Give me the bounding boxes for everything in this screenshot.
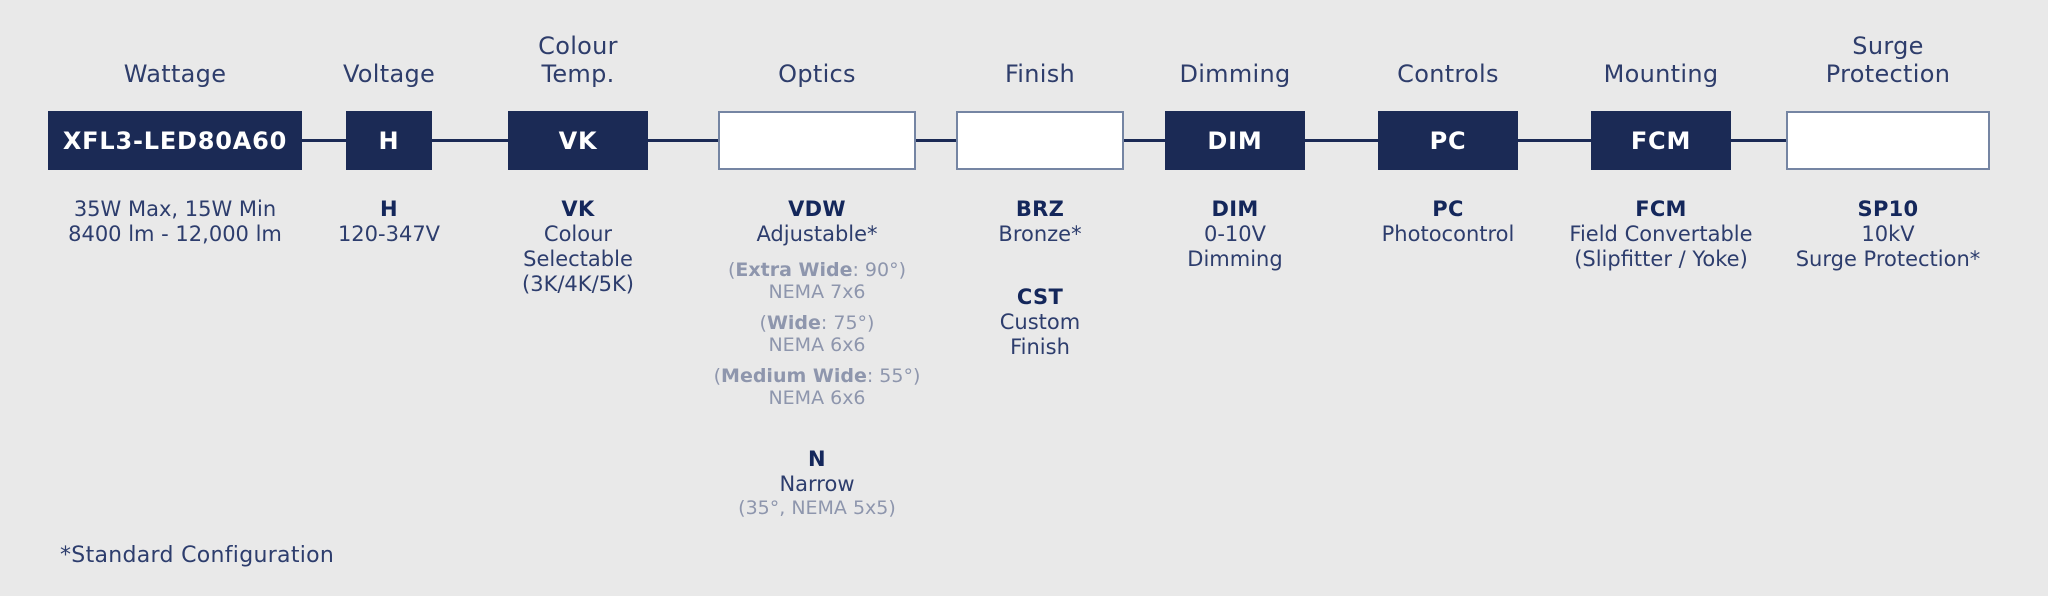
surge-protection-details: SP10 10kV Surge Protection* — [1796, 197, 1981, 272]
controls-column: Controls PC PC Photocontrol — [1298, 30, 1598, 247]
beam-option: (Extra Wide: 90°) NEMA 7x6 — [714, 259, 921, 303]
colour-temp-column: Colour Temp. VK VK Colour Selectable (3K… — [428, 30, 728, 297]
controls-box-code: PC — [1429, 126, 1467, 155]
header-line: Wattage — [123, 60, 227, 88]
controls-box: PC — [1378, 111, 1518, 170]
controls-header: Controls — [1397, 30, 1499, 88]
controls-details: PC Photocontrol — [1382, 197, 1515, 247]
option-code: PC — [1432, 197, 1464, 221]
option-code: DIM — [1211, 197, 1259, 221]
detail-line: (3K/4K/5K) — [522, 272, 634, 296]
option-code: FCM — [1635, 197, 1687, 221]
beam-angle-line: (Extra Wide: 90°) — [727, 259, 907, 281]
detail-line: 120-347V — [337, 222, 441, 246]
header-line: Controls — [1397, 60, 1499, 88]
header-line: Temp. — [541, 60, 615, 88]
detail-line: Narrow — [779, 472, 855, 496]
wattage-details: 35W Max, 15W Min 8400 lm - 12,000 lm — [68, 197, 282, 247]
dimming-box: DIM — [1165, 111, 1305, 170]
detail-line: Colour — [543, 222, 613, 246]
voltage-header: Voltage — [343, 30, 435, 88]
beam-option: (Medium Wide: 55°) NEMA 6x6 — [714, 365, 921, 409]
header-line: Finish — [1004, 60, 1076, 88]
option-code: N — [808, 447, 826, 471]
finish-header: Finish — [1005, 30, 1075, 88]
voltage-box-code: H — [378, 126, 400, 155]
header-line: Protection — [1825, 60, 1951, 88]
detail-line: Photocontrol — [1381, 222, 1515, 246]
option-code: VDW — [788, 197, 846, 221]
beam-angle-line: (35°, NEMA 5x5) — [738, 497, 896, 519]
colour-temp-details: VK Colour Selectable (3K/4K/5K) — [522, 197, 634, 297]
beam-nema-line: NEMA 7x6 — [768, 281, 866, 303]
option-code: CST — [1016, 285, 1064, 309]
beam-nema-line: NEMA 6x6 — [768, 387, 866, 409]
mounting-box-code: FCM — [1630, 126, 1692, 155]
optics-box — [718, 111, 916, 170]
detail-line: Finish — [1010, 335, 1070, 359]
finish-box — [956, 111, 1124, 170]
wattage-box: XFL3-LED80A60 — [48, 111, 302, 170]
mounting-box: FCM — [1591, 111, 1731, 170]
wattage-box-code: XFL3-LED80A60 — [62, 126, 288, 155]
optics-beam-options: (Extra Wide: 90°) NEMA 7x6 (Wide: 75°) N… — [714, 259, 921, 409]
option-code: H — [380, 197, 398, 221]
beam-angle-line: (Medium Wide: 55°) — [713, 365, 921, 387]
detail-line: Bronze* — [998, 222, 1082, 246]
wattage-column: Wattage XFL3-LED80A60 35W Max, 15W Min 8… — [25, 30, 325, 247]
beam-option: (Wide: 75°) NEMA 6x6 — [714, 312, 921, 356]
surge-protection-box — [1786, 111, 1990, 170]
header-line: Mounting — [1603, 60, 1719, 88]
detail-line: 35W Max, 15W Min — [73, 197, 277, 221]
option-code: BRZ — [1015, 197, 1065, 221]
dimming-column: Dimming DIM DIM 0-10V Dimming — [1085, 30, 1385, 272]
voltage-details: H 120-347V — [338, 197, 440, 247]
colour-temp-box-code: VK — [558, 126, 598, 155]
detail-line: Surge Protection* — [1795, 247, 1981, 271]
detail-line: (Slipfitter / Yoke) — [1574, 247, 1748, 271]
detail-line: Dimming — [1187, 247, 1283, 271]
colour-temp-box: VK — [508, 111, 648, 170]
finish-column: Finish BRZ Bronze* CST Custom Finish — [890, 30, 1190, 360]
detail-line: 0-10V — [1203, 222, 1267, 246]
optics-details: VDW Adjustable* (Extra Wide: 90°) NEMA 7… — [714, 197, 921, 519]
mounting-details: FCM Field Convertable (Slipfitter / Yoke… — [1569, 197, 1752, 272]
header-line: Optics — [778, 60, 856, 88]
mounting-column: Mounting FCM FCM Field Convertable (Slip… — [1511, 30, 1811, 272]
option-code: SP10 — [1857, 197, 1919, 221]
detail-line: Adjustable* — [756, 222, 878, 246]
option-code: VK — [561, 197, 595, 221]
detail-line: Selectable — [523, 247, 633, 271]
optics-column: Optics VDW Adjustable* (Extra Wide: 90°)… — [667, 30, 967, 519]
header-line: Surge — [1852, 32, 1924, 60]
beam-angle-line: (Wide: 75°) — [759, 312, 875, 334]
detail-line: Field Convertable — [1569, 222, 1753, 246]
dimming-box-code: DIM — [1207, 126, 1263, 155]
standard-configuration-note: *Standard Configuration — [60, 543, 335, 568]
detail-line: 8400 lm - 12,000 lm — [68, 222, 282, 246]
header-line: Dimming — [1179, 60, 1291, 88]
detail-line: 10kV — [1861, 222, 1915, 246]
surge-protection-column: Surge Protection SP10 10kV Surge Protect… — [1738, 30, 2038, 272]
header-line: Colour — [538, 32, 618, 60]
dimming-header: Dimming — [1179, 30, 1290, 88]
header-line: Voltage — [342, 60, 436, 88]
voltage-box: H — [346, 111, 432, 170]
mounting-header: Mounting — [1604, 30, 1719, 88]
dimming-details: DIM 0-10V Dimming — [1187, 197, 1282, 272]
wattage-header: Wattage — [124, 30, 227, 88]
surge-protection-header: Surge Protection — [1826, 30, 1950, 88]
beam-nema-line: NEMA 6x6 — [768, 334, 866, 356]
detail-line: Custom — [999, 310, 1081, 334]
voltage-column: Voltage H H 120-347V — [239, 30, 539, 247]
colour-temp-header: Colour Temp. — [538, 30, 618, 88]
finish-details: BRZ Bronze* CST Custom Finish — [998, 197, 1081, 360]
optics-narrow-option: N Narrow (35°, NEMA 5x5) — [714, 447, 921, 519]
optics-header: Optics — [778, 30, 856, 88]
finish-custom-option: CST Custom Finish — [998, 285, 1081, 360]
